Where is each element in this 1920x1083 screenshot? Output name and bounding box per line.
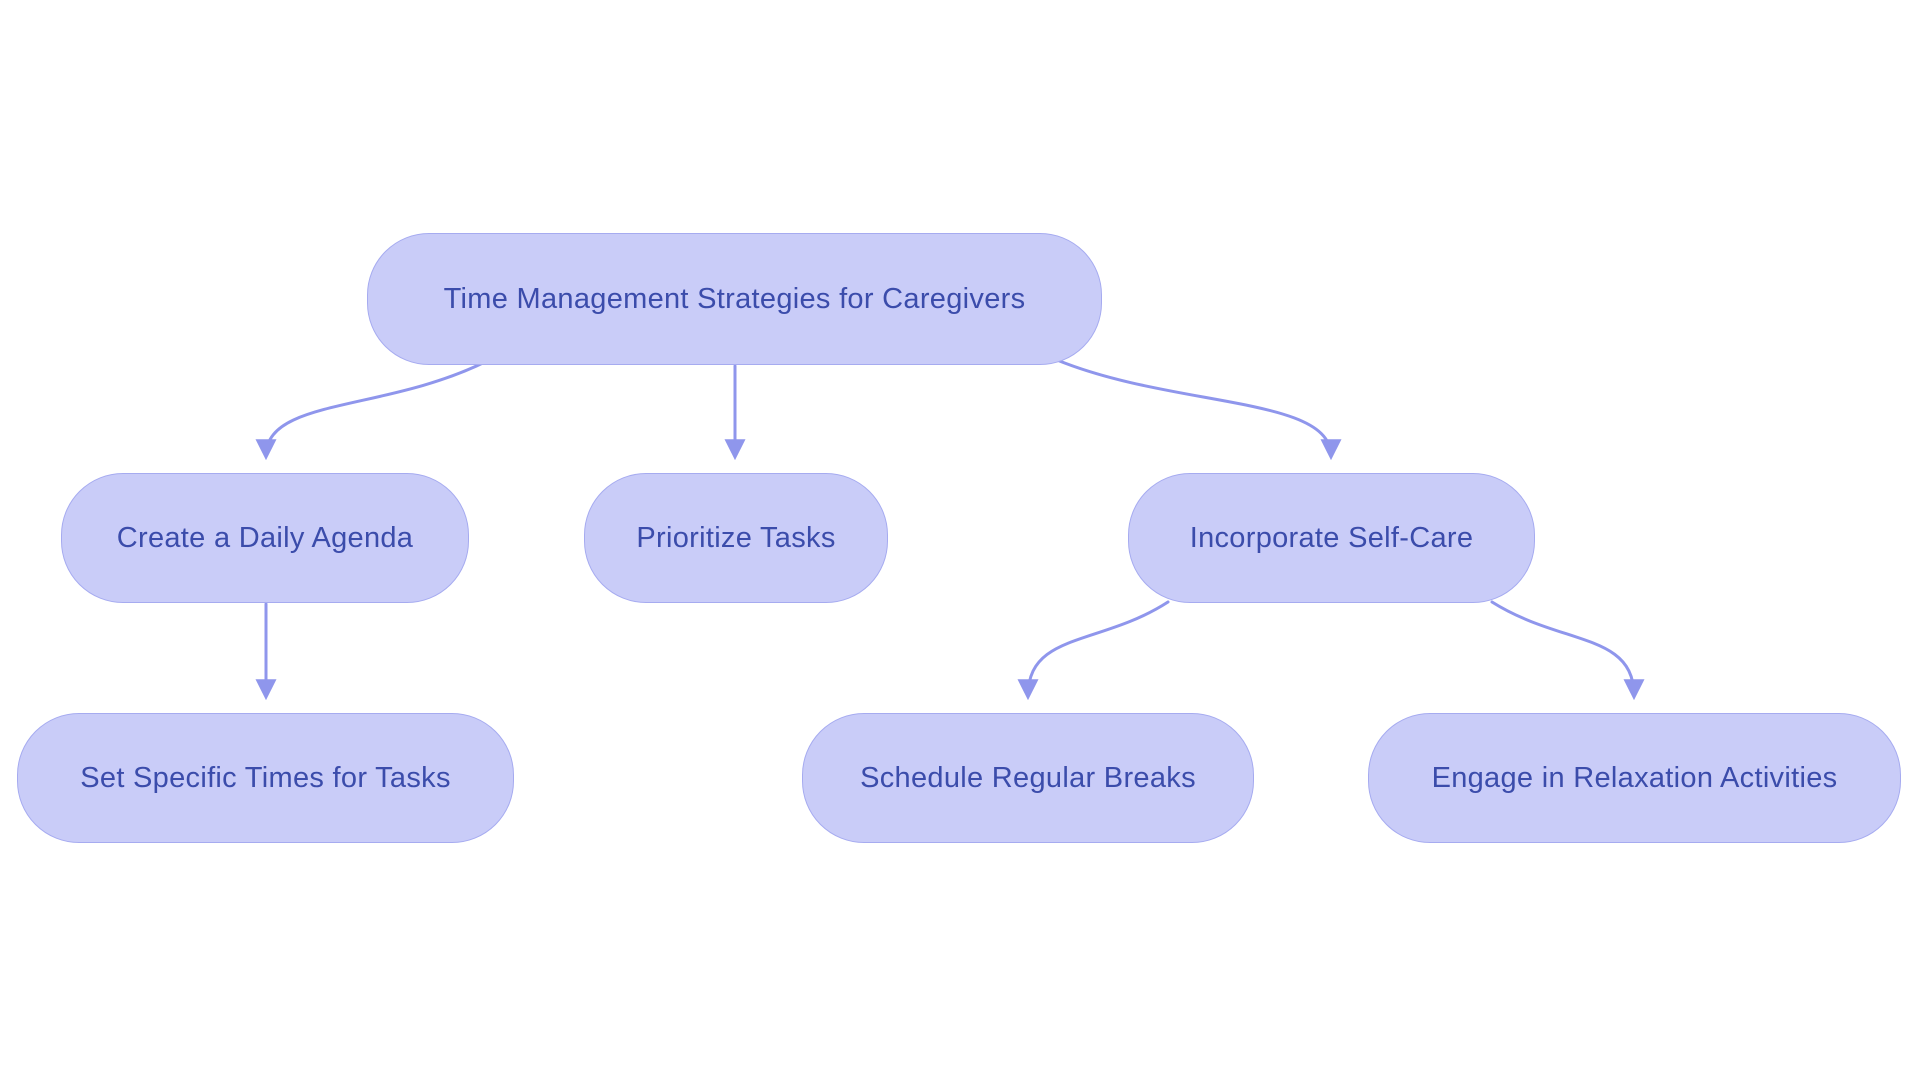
node-label: Time Management Strategies for Caregiver… xyxy=(443,282,1026,315)
node-prioritize-tasks: Prioritize Tasks xyxy=(584,473,888,603)
node-incorporate-self-care: Incorporate Self-Care xyxy=(1128,473,1535,603)
node-label: Schedule Regular Breaks xyxy=(860,761,1196,794)
edge-root-to-selfcare xyxy=(1055,358,1342,461)
node-schedule-regular-breaks: Schedule Regular Breaks xyxy=(802,713,1254,843)
edge-selfcare-to-breaks xyxy=(1017,600,1170,701)
node-engage-relaxation-activities: Engage in Relaxation Activities xyxy=(1368,713,1901,843)
node-label: Set Specific Times for Tasks xyxy=(80,761,451,794)
node-label: Engage in Relaxation Activities xyxy=(1431,761,1838,794)
edge-selfcare-to-relax xyxy=(1490,600,1645,701)
node-label: Create a Daily Agenda xyxy=(116,521,414,554)
node-label: Incorporate Self-Care xyxy=(1189,521,1474,554)
node-time-management-root: Time Management Strategies for Caregiver… xyxy=(367,233,1102,365)
node-label: Prioritize Tasks xyxy=(636,521,836,554)
edge-root-to-agenda xyxy=(255,359,489,461)
node-set-specific-times: Set Specific Times for Tasks xyxy=(17,713,514,843)
node-create-daily-agenda: Create a Daily Agenda xyxy=(61,473,469,603)
